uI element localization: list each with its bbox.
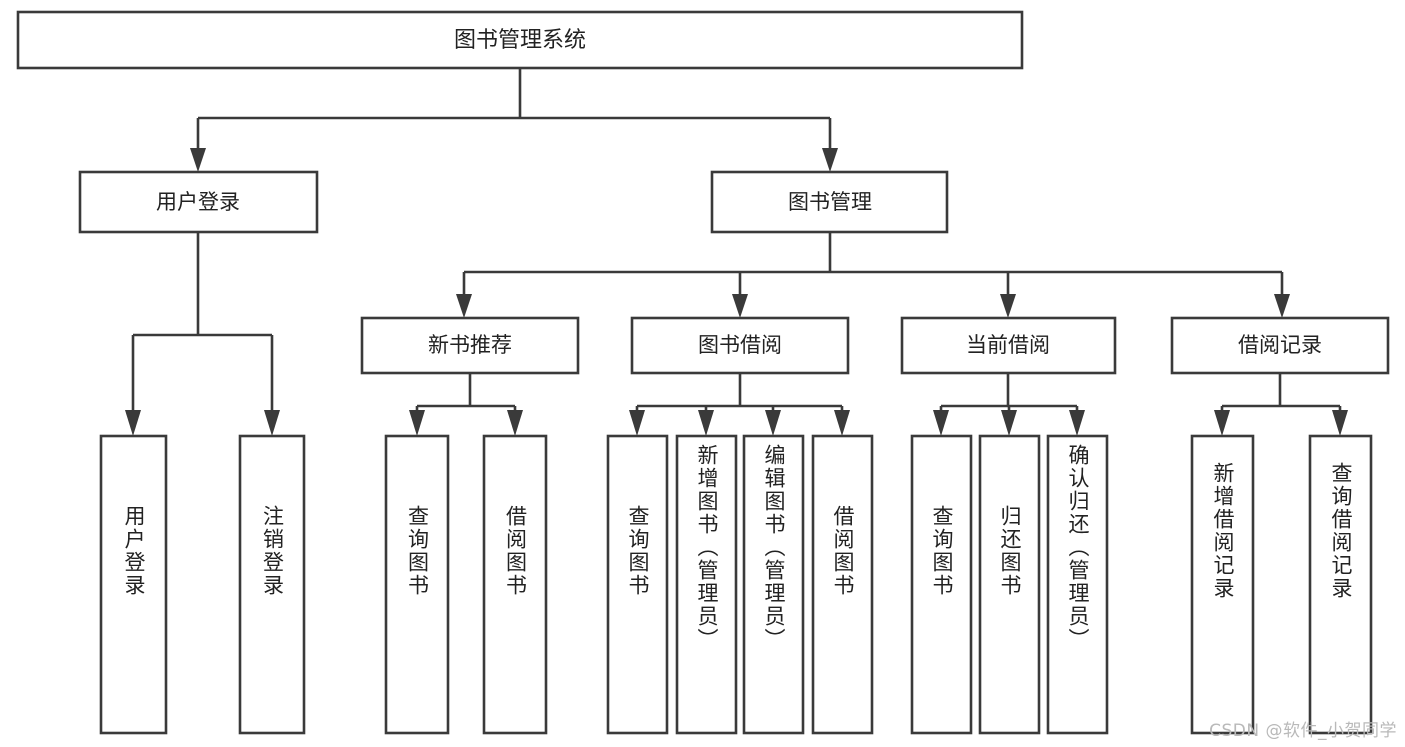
leaf-add-borrow-record[interactable] bbox=[1190, 434, 1255, 735]
node-borrow-record[interactable] bbox=[1170, 316, 1390, 375]
leaf-borrow-book-newbook[interactable] bbox=[482, 434, 548, 735]
arrow-head-user-login bbox=[190, 148, 206, 172]
connector-group-book-borrow bbox=[629, 373, 850, 436]
leaf-borrow-book-borrow[interactable] bbox=[811, 434, 874, 735]
leaf-edit-book-admin[interactable] bbox=[742, 434, 805, 735]
arrow-head-leaf-logout bbox=[264, 410, 280, 436]
connector-group-user-login bbox=[125, 232, 280, 436]
arrow-head-leaf-query-record bbox=[1332, 410, 1348, 436]
node-user-login[interactable] bbox=[78, 170, 319, 234]
arrow-head-book-mgmt bbox=[822, 148, 838, 172]
node-root-system-label: 图书管理系统 bbox=[454, 28, 586, 53]
node-current-borrow[interactable] bbox=[900, 316, 1117, 375]
connector-group-borrow-record bbox=[1214, 373, 1348, 436]
node-current-borrow-label: 当前借阅 bbox=[966, 333, 1050, 357]
node-book-management[interactable] bbox=[710, 170, 949, 234]
arrow-head-book-borrow bbox=[732, 294, 748, 318]
leaf-query-book-newbook[interactable] bbox=[384, 434, 450, 735]
arrow-head-leaf-query-book-2 bbox=[629, 410, 645, 436]
arrow-head-leaf-borrow-book-2 bbox=[834, 410, 850, 436]
leaf-return-book[interactable] bbox=[978, 434, 1041, 735]
leaf-query-book-current[interactable] bbox=[910, 434, 973, 735]
connector-group-current-borrow bbox=[933, 373, 1085, 436]
connector-group-root bbox=[190, 68, 838, 172]
arrow-head-new-book bbox=[456, 294, 472, 318]
node-book-borrow-label: 图书借阅 bbox=[698, 333, 782, 357]
arrow-head-leaf-query-book-3 bbox=[933, 410, 949, 436]
node-user-login-label: 用户登录 bbox=[156, 190, 240, 214]
node-book-management-label: 图书管理 bbox=[788, 190, 872, 214]
arrow-head-leaf-add-book bbox=[698, 410, 714, 436]
node-new-book-recommend-label: 新书推荐 bbox=[428, 333, 512, 357]
arrow-head-leaf-return-book bbox=[1001, 410, 1017, 436]
leaf-user-login[interactable] bbox=[99, 434, 168, 735]
arrow-head-leaf-confirm-return bbox=[1069, 410, 1085, 436]
node-borrow-record-label: 借阅记录 bbox=[1238, 333, 1322, 357]
leaf-query-book-borrow[interactable] bbox=[606, 434, 669, 735]
arrow-head-leaf-borrow-book-1 bbox=[507, 410, 523, 436]
leaf-add-book-admin[interactable] bbox=[675, 434, 738, 735]
node-root-system[interactable] bbox=[16, 10, 1024, 70]
node-new-book-recommend[interactable] bbox=[360, 316, 580, 375]
arrow-head-current-borrow bbox=[1000, 294, 1016, 318]
leaf-query-borrow-record[interactable] bbox=[1308, 434, 1373, 735]
arrow-head-leaf-query-book-1 bbox=[409, 410, 425, 436]
leaf-confirm-return-admin[interactable] bbox=[1046, 434, 1109, 735]
arrow-head-leaf-edit-book bbox=[765, 410, 781, 436]
connector-group-book-mgmt bbox=[456, 232, 1290, 318]
watermark-text: CSDN @软件_小贺同学 bbox=[1209, 721, 1397, 741]
arrow-head-borrow-record bbox=[1274, 294, 1290, 318]
leaf-logout[interactable] bbox=[238, 434, 306, 735]
arrow-head-leaf-add-record bbox=[1214, 410, 1230, 436]
connector-group-new-book bbox=[409, 373, 523, 436]
node-book-borrow[interactable] bbox=[630, 316, 850, 375]
arrow-head-leaf-user-login bbox=[125, 410, 141, 436]
